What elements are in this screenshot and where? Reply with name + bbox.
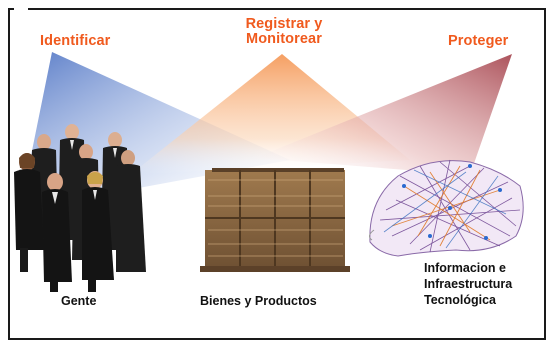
people-group-image — [14, 124, 146, 292]
protect-beam — [255, 54, 512, 175]
people-label: Gente — [61, 294, 96, 309]
protect-label: Proteger — [448, 33, 509, 49]
goods-label-text: Bienes y Productos — [200, 294, 317, 308]
people-label-text: Gente — [61, 294, 97, 308]
goods-label: Bienes y Productos — [200, 294, 317, 309]
diagram-frame — [8, 8, 546, 340]
identify-label: Identificar — [40, 33, 111, 49]
frame-gap — [14, 6, 28, 12]
network-map-image — [368, 159, 524, 257]
monitor-label-line2: Monitorear — [246, 31, 322, 47]
crates-pallet-image — [200, 168, 350, 272]
info-label-line3: Tecnológica — [424, 293, 497, 307]
monitor-heading: Registrar y Monitorear — [228, 17, 340, 47]
info-label: Informacion e Infraestructura Tecnológic… — [424, 260, 512, 308]
monitor-label-line1: Registrar y — [245, 16, 323, 32]
identify-heading: Identificar — [40, 34, 110, 49]
info-label-line2: Infraestructura — [424, 277, 513, 291]
protect-heading: Proteger — [448, 34, 508, 49]
info-label-line1: Informacion e — [424, 261, 506, 275]
